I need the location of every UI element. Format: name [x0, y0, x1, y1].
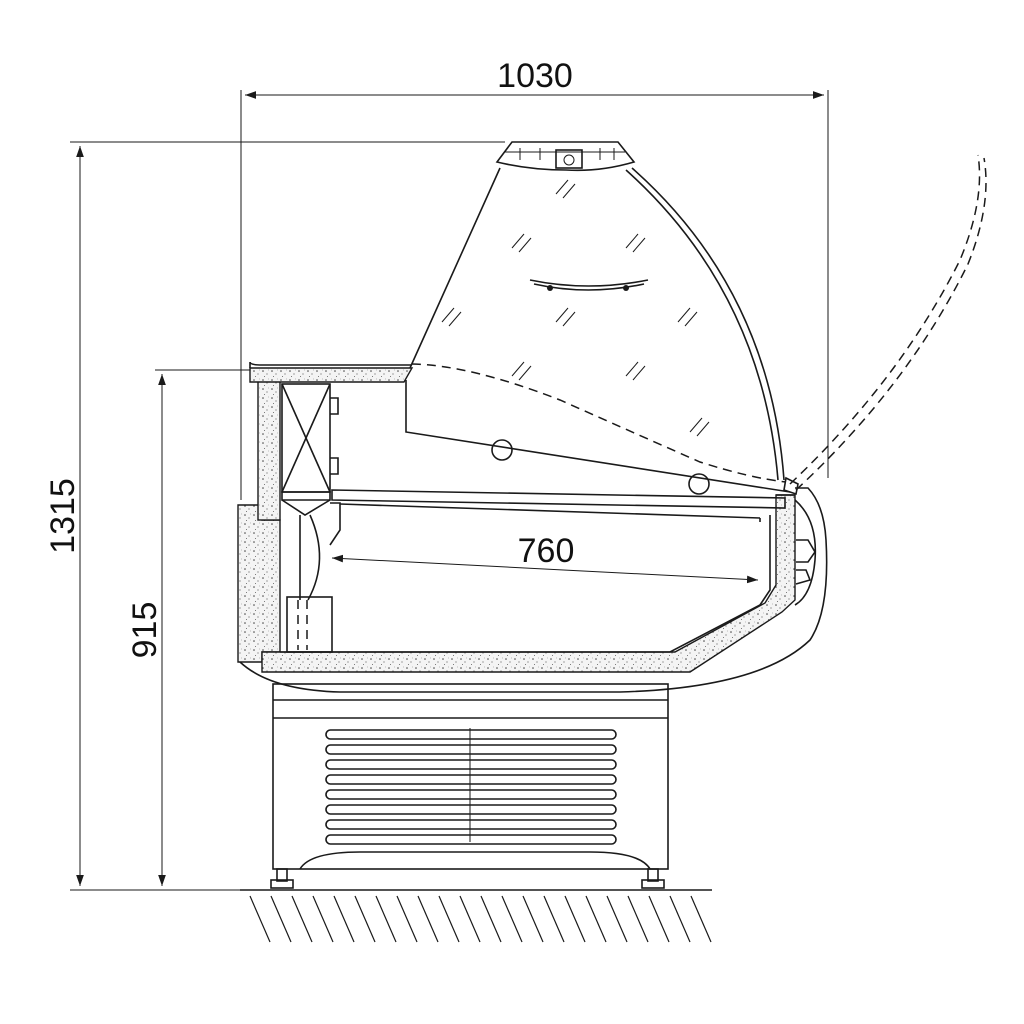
floor-hatch-line: [417, 895, 439, 943]
floor-hatch-line: [627, 895, 649, 943]
light-canopy: [495, 141, 636, 172]
floor-hatch-line: [333, 895, 355, 943]
front-hinge: [776, 476, 817, 606]
dimension-counter-height: 915: [126, 369, 250, 886]
front-curved-glass: [409, 167, 785, 481]
floor-hatch-line: [690, 895, 712, 943]
floor: [240, 889, 712, 943]
glass-reflection-mark: [677, 307, 698, 327]
floor-hatch-line: [480, 895, 502, 943]
glass-reflection-mark: [625, 361, 646, 381]
floor-hatch-line: [291, 895, 313, 943]
drain-pipe: [286, 502, 341, 653]
floor-hatch-line: [270, 895, 292, 943]
height-label: 1315: [44, 478, 82, 554]
grille-slat: [325, 789, 617, 800]
floor-hatch-line: [438, 895, 460, 943]
width-label: 1030: [497, 57, 573, 95]
grille-slat: [325, 774, 617, 785]
ventilation-grille: [325, 729, 617, 845]
grille-slat: [325, 834, 617, 845]
floor-hatch-line: [312, 895, 334, 943]
floor-hatch-line: [249, 895, 271, 943]
floor-hatch-line: [585, 895, 607, 943]
display-shelf: [331, 489, 786, 522]
floor-hatch-line: [648, 895, 670, 943]
rear-glass: [405, 380, 791, 495]
base-tub: [239, 487, 828, 693]
glass-reflection-mark: [511, 233, 532, 253]
compressor-cabinet: [272, 683, 669, 870]
floor-hatch-line: [375, 895, 397, 943]
floor-hatch-line: [564, 895, 586, 943]
grille-slat: [325, 804, 617, 815]
grille-slat: [325, 729, 617, 740]
glass-reflection-mark: [511, 361, 532, 381]
glass-reflection-mark: [441, 307, 462, 327]
glass-reflection-mark: [555, 307, 576, 327]
floor-hatch-line: [606, 895, 628, 943]
grille-slat: [325, 744, 617, 755]
glass-reflection-mark: [555, 179, 576, 199]
dimension-height: 1315: [44, 141, 710, 891]
glass-reflection-mark: [625, 233, 646, 253]
floor-hatch-line: [501, 895, 523, 943]
dimension-width: 1030: [240, 57, 829, 500]
adjustable-feet: [270, 868, 665, 889]
glass-open-position: [411, 154, 987, 491]
dimension-display-depth: 760: [331, 532, 759, 584]
grille-slat: [325, 819, 617, 830]
glass-reflection-mark: [689, 417, 710, 437]
floor-hatch-line: [522, 895, 544, 943]
evaporator: [281, 383, 339, 516]
floor-hatch-line: [396, 895, 418, 943]
floor-hatch-line: [459, 895, 481, 943]
counter-height-label: 915: [126, 602, 164, 659]
display-tub: [280, 515, 771, 653]
floor-hatch-line: [354, 895, 376, 943]
depth-label: 760: [518, 532, 575, 570]
floor-hatch-line: [543, 895, 565, 943]
grille-slat: [325, 759, 617, 770]
floor-hatch-line: [669, 895, 691, 943]
